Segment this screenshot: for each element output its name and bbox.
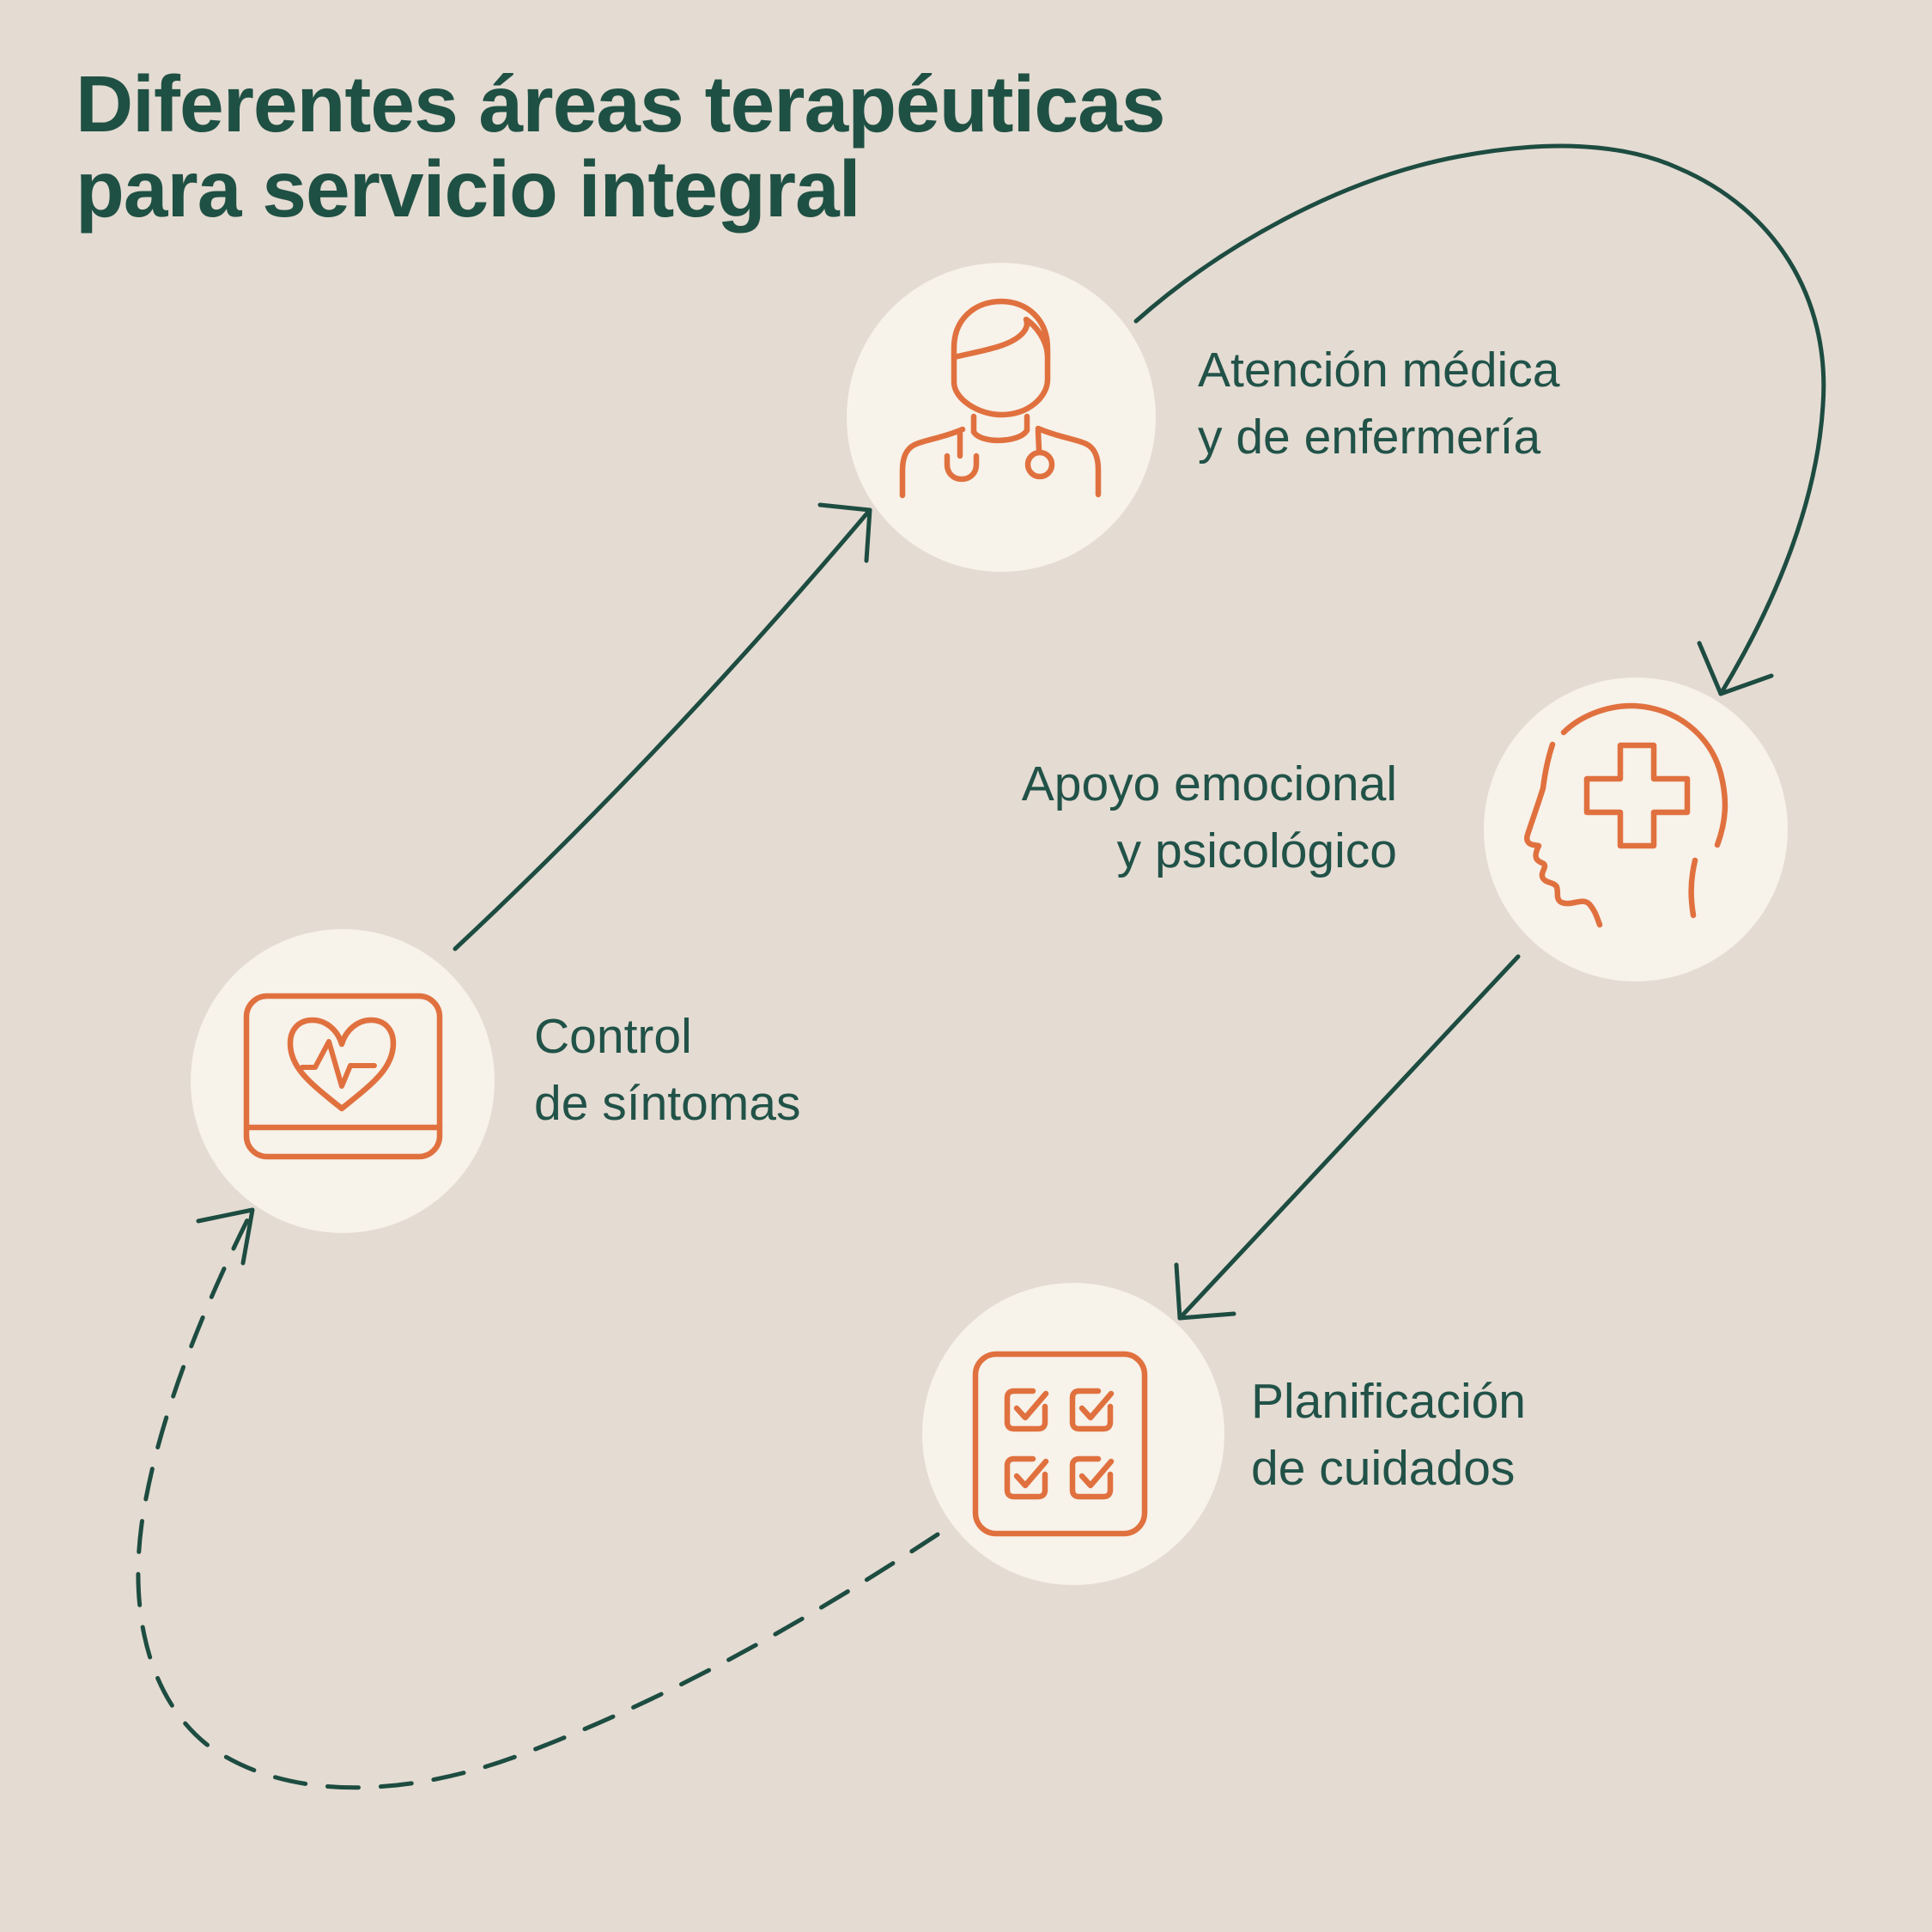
label-line: Atención médica (1198, 343, 1560, 398)
label-line: Control (534, 1009, 692, 1064)
arrow-control-to-atencion (453, 502, 872, 951)
label-atencion-medica: Atención médica y de enfermería (1198, 337, 1559, 471)
label-line: de síntomas (534, 1076, 801, 1131)
checklist-icon (972, 1351, 1148, 1537)
arrow-apoyo-to-planificacion (1174, 954, 1521, 1321)
label-line: Apoyo emocional (1021, 756, 1397, 811)
label-line: Planificación (1251, 1374, 1527, 1429)
label-line: y de enfermería (1198, 410, 1541, 465)
node-circle-planificacion (922, 1283, 1224, 1585)
arrow-atencion-to-apoyo (1133, 143, 1826, 696)
label-control-sintomas: Control de síntomas (534, 1003, 801, 1137)
page-title: Diferentes áreas terapéuticas para servi… (76, 59, 1166, 234)
label-apoyo-emocional: Apoyo emocional y psicológico (1022, 750, 1397, 884)
title-line-1: Diferentes áreas terapéuticas (76, 59, 1166, 149)
head-medical-cross-icon (1524, 702, 1728, 928)
label-line: y psicológico (1116, 823, 1397, 878)
title-line-2: para servicio integral (76, 144, 861, 234)
doctor-stethoscope-icon (899, 298, 1102, 499)
arrow-planificacion-to-control (136, 1207, 940, 1790)
label-planificacion-cuidados: Planificación de cuidados (1251, 1368, 1526, 1502)
label-line: de cuidados (1251, 1441, 1516, 1496)
monitor-heartbeat-icon (243, 993, 443, 1160)
